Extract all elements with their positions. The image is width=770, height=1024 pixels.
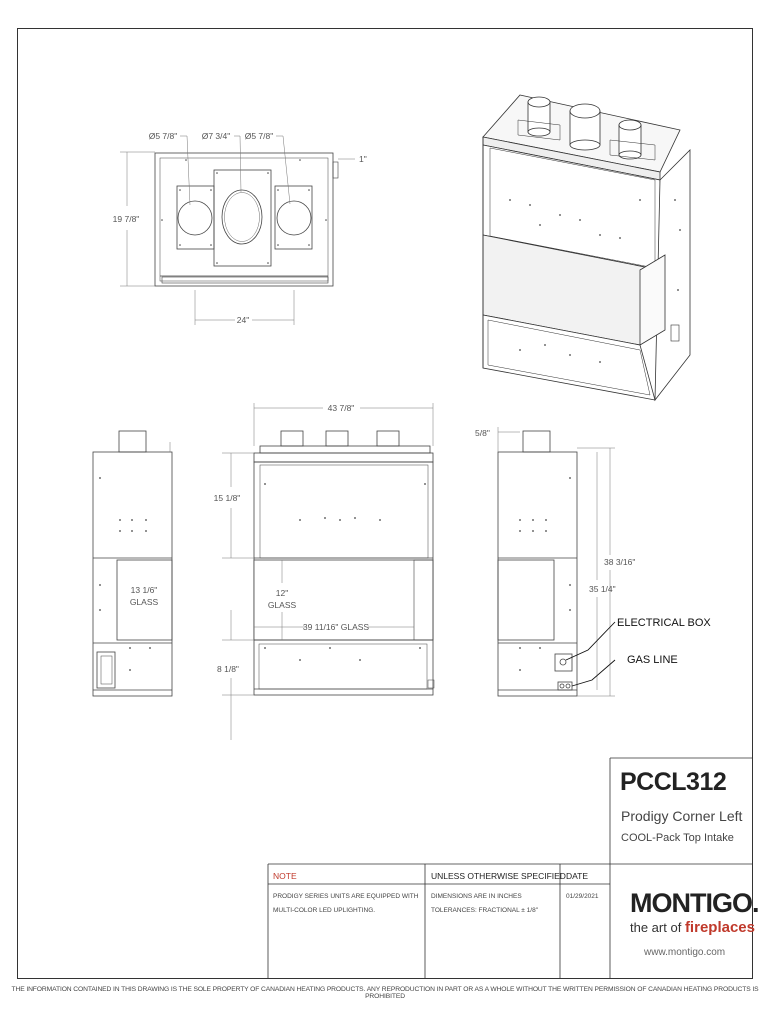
left-side-view [92, 430, 173, 697]
upper-panel-dimension: 15 1/8" [214, 493, 241, 503]
electrical-height-dimension: 35 1/4" [589, 584, 616, 594]
note-line-1: PRODIGY SERIES UNITS ARE EQUIPPED WITH [273, 893, 419, 900]
side-glass-dimension: 13 1/6" [131, 585, 158, 595]
drawing-date: 01/29/2021 [566, 893, 599, 900]
right-side-view [497, 427, 616, 697]
drawing-border [17, 28, 753, 979]
front-glass-height-dimension: 12" [276, 588, 288, 598]
website-link[interactable]: www.montigo.com [644, 947, 726, 958]
tagline-accent: fireplaces [684, 919, 755, 936]
spec-line-1: DIMENSIONS ARE IN INCHES [431, 893, 522, 900]
title-block-grid [267, 757, 752, 978]
glass-width-dimension: 39 11/16" GLASS [303, 622, 370, 632]
top-view-height-dimension: 19 7/8" [113, 214, 140, 224]
flue-right-diameter: Ø5 7/8" [245, 131, 274, 141]
flue-spacing-dimension: 24" [237, 315, 249, 325]
note-line-2: MULTI-COLOR LED UPLIGHTING. [273, 907, 376, 914]
spec-line-2: TOLERANCES: FRACTIONAL ± 1/8" [431, 907, 539, 914]
top-view [120, 135, 355, 325]
gas-line-callout: GAS LINE [627, 654, 678, 666]
brand-tagline: the art of fireplaces [630, 919, 755, 936]
front-view [222, 403, 435, 740]
date-header: DATE [566, 871, 589, 881]
top-offset-dimension: 1" [359, 154, 367, 164]
overall-height-dimension: 38 3/16" [604, 557, 635, 567]
lower-panel-dimension: 8 1/8" [217, 664, 239, 674]
front-glass-label: GLASS [268, 600, 297, 610]
electrical-box-callout: ELECTRICAL BOX [617, 617, 711, 629]
isometric-view [482, 94, 691, 402]
side-glass-label: GLASS [130, 597, 159, 607]
flue-left-diameter: Ø5 7/8" [149, 131, 178, 141]
product-variant: COOL-Pack Top Intake [621, 832, 734, 844]
overall-width-dimension: 43 7/8" [328, 403, 355, 413]
tagline-prefix: the art of [630, 920, 682, 935]
model-number: PCCL312 [620, 768, 727, 796]
spec-header: UNLESS OTHERWISE SPECIFIED [431, 871, 566, 881]
note-header: NOTE [273, 871, 297, 881]
footer-disclaimer: THE INFORMATION CONTAINED IN THIS DRAWIN… [11, 986, 759, 1000]
flue-center-diameter: Ø7 3/4" [202, 131, 231, 141]
product-name: Prodigy Corner Left [621, 808, 743, 824]
side-offset-dimension: 5/8" [475, 428, 490, 438]
montigo-logo: MONTIGO. [630, 888, 759, 918]
